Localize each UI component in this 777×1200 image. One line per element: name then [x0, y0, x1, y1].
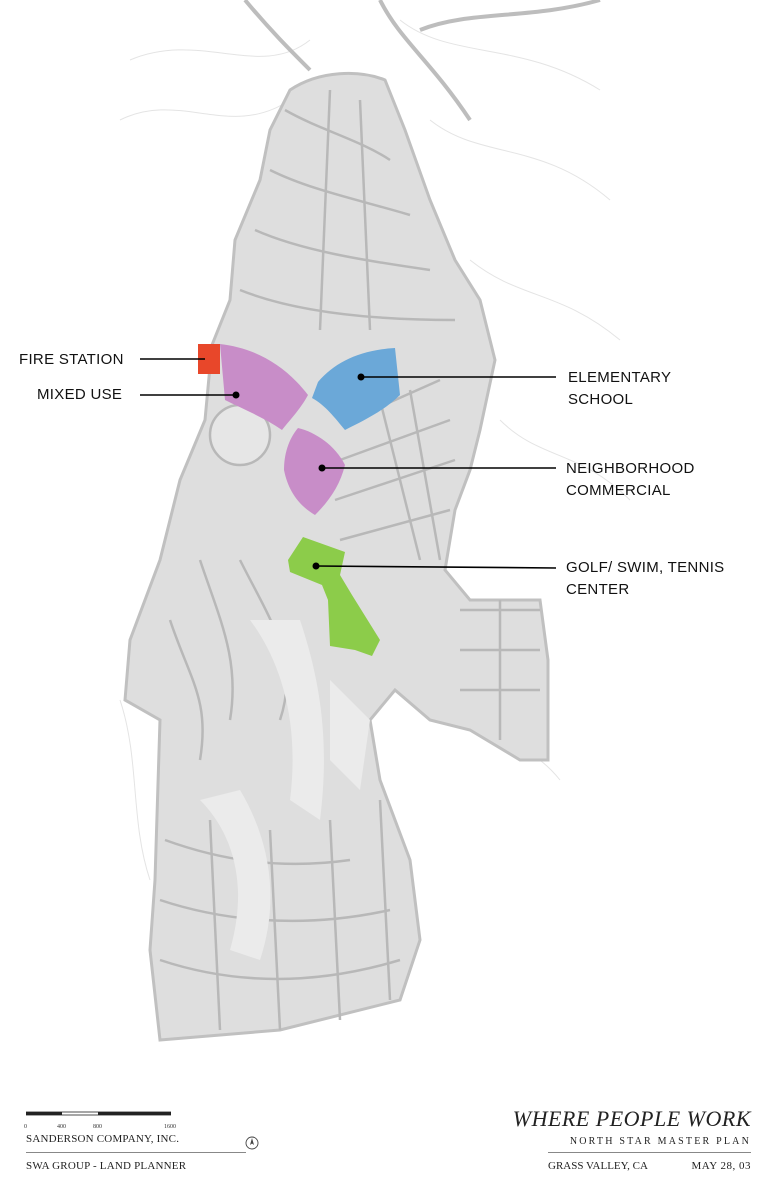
sheet-date: MAY 28, 03	[691, 1160, 751, 1172]
golf-center-label-line1: GOLF/ SWIM, TENNIS	[566, 559, 725, 576]
location: GRASS VALLEY, CA	[548, 1160, 648, 1172]
open-space	[200, 620, 370, 960]
sheet-title: WHERE PEOPLE WORK	[512, 1106, 751, 1131]
land-planner: SWA GROUP - LAND PLANNER	[26, 1160, 187, 1172]
fire-station-label: FIRE STATION	[19, 351, 124, 368]
scale-tick-800: 800	[93, 1124, 102, 1130]
leader-dots	[232, 373, 365, 570]
elementary-school-zone	[312, 348, 400, 430]
leader-golf-center	[315, 565, 557, 569]
leader-lines	[140, 358, 557, 569]
dot-neighborhood-commercial	[318, 464, 326, 472]
fire-station-zone	[198, 344, 220, 374]
dot-mixed-use	[232, 391, 240, 399]
neighborhood-commercial-label-line1: NEIGHBORHOOD	[566, 460, 695, 477]
neighborhood-commercial-zone	[284, 428, 345, 515]
golf-swim-tennis-center-zone	[288, 537, 380, 656]
elementary-school-label-line2: SCHOOL	[568, 391, 634, 408]
context-roads	[243, 0, 601, 122]
site-plan-map	[119, 0, 631, 1042]
elementary-school-label: ELEMENTARY SCHOOL	[568, 367, 671, 411]
plan-name: NORTH STAR MASTER PLAN	[569, 1136, 751, 1147]
scale-bar	[26, 1111, 171, 1116]
scale-tick-400: 400	[57, 1124, 66, 1130]
company-name: SANDERSON COMPANY, INC.	[26, 1133, 180, 1145]
mixed-use-label: MIXED USE	[37, 386, 123, 403]
street-pattern	[159, 89, 540, 1031]
mixed-use-zone	[220, 344, 308, 430]
neighborhood-commercial-label-line2: COMMERCIAL	[566, 482, 671, 499]
scale-tick-1600: 1600	[164, 1124, 176, 1130]
dot-golf-center	[312, 562, 320, 570]
dot-elementary-school	[357, 373, 365, 381]
scale-tick-0: 0	[24, 1124, 27, 1130]
title-rule-left	[26, 1152, 246, 1153]
north-arrow-icon	[245, 1136, 259, 1150]
elementary-school-label-line1: ELEMENTARY	[568, 369, 672, 386]
title-rule-right	[548, 1152, 751, 1153]
golf-center-label: GOLF/ SWIM, TENNIS CENTER	[566, 557, 724, 601]
neighborhood-commercial-label: NEIGHBORHOOD COMMERCIAL	[566, 458, 695, 502]
golf-center-label-line2: CENTER	[566, 581, 630, 598]
